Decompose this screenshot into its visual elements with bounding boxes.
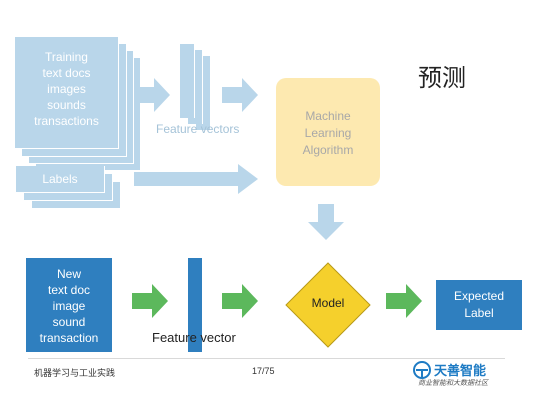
new-data-box: New text doc image sound transaction: [26, 258, 112, 352]
arrow-algorithm-to-model: [308, 204, 344, 240]
training-line: sounds: [47, 98, 86, 112]
brand-logo-icon: [412, 361, 432, 384]
training-line: images: [47, 82, 86, 96]
page-number: 17/75: [252, 366, 275, 376]
training-docs-box: Training text docs images sounds transac…: [15, 37, 119, 149]
new-line: transaction: [39, 331, 99, 345]
new-line: sound: [52, 315, 86, 329]
feature-vectors-label: Feature vectors: [156, 122, 240, 136]
labels-text: Labels: [42, 172, 78, 186]
expected-line: Label: [464, 306, 494, 320]
new-line: New: [56, 267, 81, 281]
algorithm-line: Algorithm: [302, 143, 354, 157]
feature-vector-bar-1: [180, 44, 195, 118]
expected-label-box: Expected Label: [436, 280, 522, 330]
algorithm-line: Machine: [305, 109, 351, 123]
training-line: transactions: [34, 114, 99, 128]
feature-vector-bar: [188, 258, 202, 352]
labels-box: Labels: [16, 166, 105, 193]
footer-left-text: 机器学习与工业实践: [34, 369, 116, 379]
arrow-training-to-features: [134, 78, 170, 112]
feature-vector-label: Feature vector: [152, 330, 236, 345]
new-line: image: [52, 299, 86, 313]
model-label: Model: [311, 296, 345, 310]
training-line: Training: [45, 50, 88, 64]
expected-line: Expected: [453, 289, 505, 303]
arrow-new-to-feature-vector: [132, 284, 168, 318]
new-line: text doc: [47, 283, 91, 297]
arrow-labels-to-algorithm: [134, 164, 258, 194]
brand-name: 天善智能: [434, 364, 487, 379]
machine-learning-algorithm-box: Machine Learning Algorithm: [276, 78, 380, 186]
arrow-model-to-expected: [386, 284, 422, 318]
brand-tagline: 商业智能和大数据社区: [418, 379, 488, 387]
page-title: 预测: [418, 64, 466, 92]
model-diamond: Model: [285, 262, 371, 348]
footer-divider: [28, 358, 505, 359]
arrow-features-to-algorithm: [222, 78, 258, 112]
training-line: text docs: [42, 66, 91, 80]
arrow-feature-vector-to-model: [222, 284, 258, 318]
algorithm-line: Learning: [304, 126, 352, 140]
